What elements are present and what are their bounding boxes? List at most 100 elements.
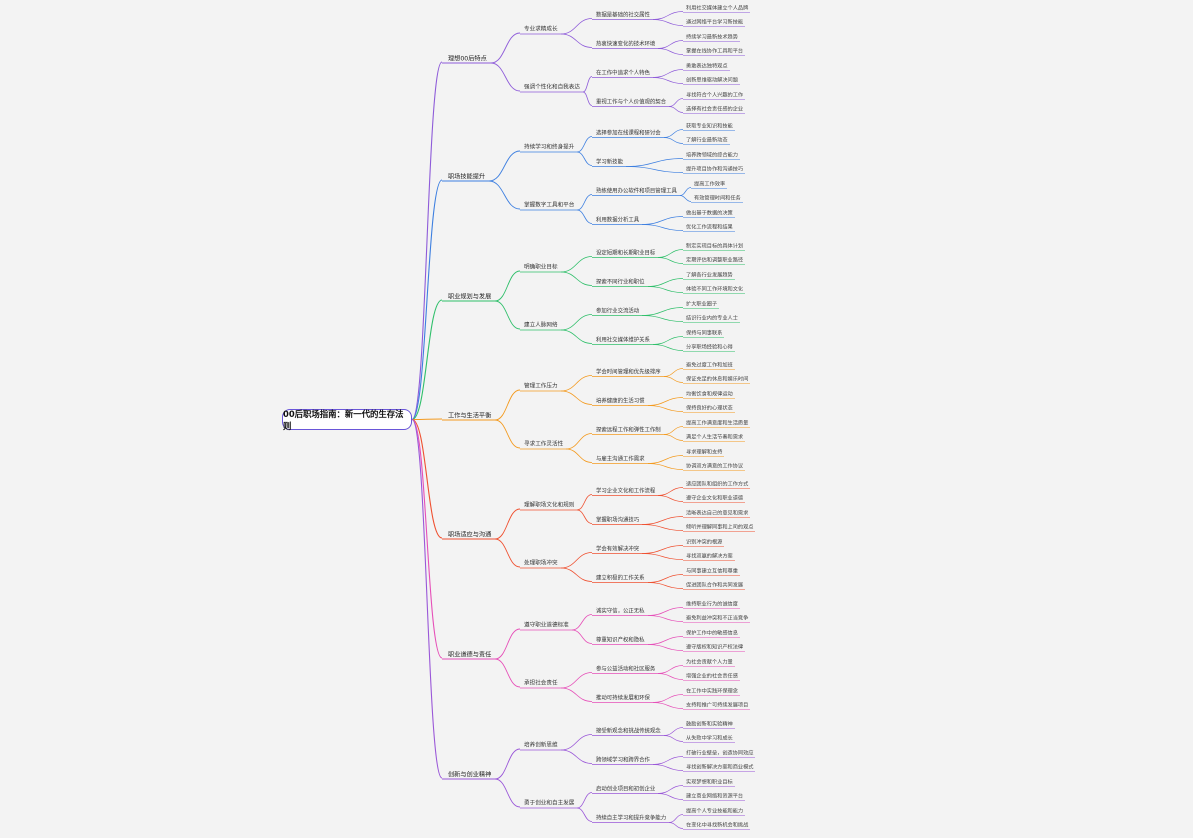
subtopic-node[interactable]: 跨领域学习和跨界合作 <box>596 757 650 763</box>
subtopic-node[interactable]: 探索不同行业和职位 <box>596 279 645 285</box>
leaf-node[interactable]: 选择有社会责任感的企业 <box>686 106 744 112</box>
leaf-node[interactable]: 勇敢表达独特观点 <box>686 63 728 69</box>
branch-node[interactable]: 职业道德与责任 <box>448 651 492 659</box>
topic-node[interactable]: 专业求精成长 <box>524 26 558 33</box>
subtopic-node[interactable]: 接受新观念和挑战传统观念 <box>596 728 661 734</box>
leaf-node[interactable]: 遵守版权和知识产权法律 <box>686 644 744 650</box>
subtopic-node[interactable]: 启动创业项目和初创企业 <box>596 786 656 792</box>
leaf-node[interactable]: 提高个人专业技能和能力 <box>686 808 744 814</box>
branch-node[interactable]: 工作与生活平衡 <box>448 412 492 420</box>
topic-node[interactable]: 明确职业目标 <box>524 264 558 271</box>
topic-node[interactable]: 培养创新思维 <box>524 742 558 749</box>
branch-node[interactable]: 创新与创业精神 <box>448 771 492 779</box>
branch-node[interactable]: 职场适应与沟通 <box>448 531 492 539</box>
subtopic-node[interactable]: 尊重知识产权和隐私 <box>596 637 645 643</box>
subtopic-node[interactable]: 学会有效解决冲突 <box>596 546 640 552</box>
leaf-node[interactable]: 扩大职业圈子 <box>686 301 718 307</box>
topic-node[interactable]: 遵守职业道德标准 <box>524 622 569 629</box>
leaf-node[interactable]: 分享职场经验和心得 <box>686 344 733 350</box>
leaf-node[interactable]: 优化工作流程和结果 <box>686 224 733 230</box>
topic-node[interactable]: 承担社会责任 <box>524 680 558 687</box>
leaf-node[interactable]: 适应团队和组织的工作方式 <box>686 481 749 487</box>
leaf-node[interactable]: 清晰表达自己的意见和需求 <box>686 510 749 516</box>
mindmap-root-node[interactable]: 00后职场指南：新一代的生存法则 <box>282 409 412 431</box>
topic-node[interactable]: 掌握数字工具和平台 <box>524 202 575 209</box>
leaf-node[interactable]: 避免利益冲突和不正当竞争 <box>686 615 749 621</box>
leaf-node[interactable]: 掌握在线协作工具和平台 <box>686 48 744 54</box>
leaf-node[interactable]: 满足个人生活节奏和需求 <box>686 434 744 440</box>
leaf-node[interactable]: 均衡饮食和规律运动 <box>686 391 733 397</box>
subtopic-node[interactable]: 利用社交媒体维护关系 <box>596 337 650 343</box>
leaf-node[interactable]: 提升项目协作和沟通技巧 <box>686 166 744 172</box>
leaf-node[interactable]: 与同事建立互信和尊重 <box>686 568 738 574</box>
topic-node[interactable]: 持续学习和终身提升 <box>524 144 575 151</box>
leaf-node[interactable]: 了解行业最新动态 <box>686 137 728 143</box>
leaf-node[interactable]: 打破行业壁垒，创造协同效应 <box>686 750 754 756</box>
subtopic-node[interactable]: 建立积极的工作关系 <box>596 575 645 581</box>
topic-node[interactable]: 管理工作压力 <box>524 383 558 390</box>
subtopic-node[interactable]: 数据是基础的社交属性 <box>596 12 650 18</box>
leaf-node[interactable]: 培养跨领域的综合能力 <box>686 152 738 158</box>
leaf-node[interactable]: 寻找双赢的解决方案 <box>686 553 733 559</box>
subtopic-node[interactable]: 利用数据分析工具 <box>596 217 640 223</box>
leaf-node[interactable]: 提高工作满意度和生活质量 <box>686 420 749 426</box>
subtopic-node[interactable]: 在工作中追求个人特色 <box>596 70 650 76</box>
leaf-node[interactable]: 在变化中寻找新机会和挑战 <box>686 822 749 828</box>
subtopic-node[interactable]: 掌握职场沟通技巧 <box>596 517 640 523</box>
leaf-node[interactable]: 有效管理时间和任务 <box>694 195 741 201</box>
subtopic-node[interactable]: 与雇主沟通工作需求 <box>596 456 645 462</box>
leaf-node[interactable]: 获取专业知识和技能 <box>686 123 733 129</box>
leaf-node[interactable]: 倾听并理解同事和上司的观点 <box>686 524 754 530</box>
leaf-node[interactable]: 遵守企业文化和职业道德 <box>686 495 744 501</box>
leaf-node[interactable]: 鼓励创新和实验精神 <box>686 721 733 727</box>
subtopic-node[interactable]: 诚实守信，公正无私 <box>596 608 645 614</box>
leaf-node[interactable]: 寻找符合个人兴趣的工作 <box>686 92 744 98</box>
leaf-node[interactable]: 制定实现目标的具体计划 <box>686 243 744 249</box>
subtopic-node[interactable]: 重视工作与个人价值观的契合 <box>596 99 667 105</box>
leaf-node[interactable]: 促进团队合作和共同发展 <box>686 582 744 588</box>
leaf-node[interactable]: 提高工作效率 <box>694 181 726 187</box>
topic-node[interactable]: 勇于创业和自主发展 <box>524 800 575 807</box>
leaf-node[interactable]: 体验不同工作环境和文化 <box>686 286 744 292</box>
leaf-node[interactable]: 识别冲突的根源 <box>686 539 723 545</box>
leaf-node[interactable]: 在工作中实践环保理念 <box>686 688 738 694</box>
leaf-node[interactable]: 为社会贡献个人力量 <box>686 659 733 665</box>
leaf-node[interactable]: 持续学习最新技术趋势 <box>686 34 738 40</box>
subtopic-node[interactable]: 学会时间管理和优先级排序 <box>596 369 661 375</box>
leaf-node[interactable]: 利用社交媒体建立个人品牌 <box>686 5 749 11</box>
branch-node[interactable]: 职场技能提升 <box>448 173 486 181</box>
leaf-node[interactable]: 保持良好的心理状态 <box>686 405 733 411</box>
subtopic-node[interactable]: 设定短期和长期职业目标 <box>596 250 656 256</box>
leaf-node[interactable]: 维持职业行为的诚信度 <box>686 601 738 607</box>
subtopic-node[interactable]: 热衷快速变化的技术环境 <box>596 41 656 47</box>
leaf-node[interactable]: 从失败中学习和成长 <box>686 735 733 741</box>
branch-node[interactable]: 职业规划与发展 <box>448 293 492 301</box>
subtopic-node[interactable]: 培养健康的生活习惯 <box>596 398 645 404</box>
leaf-node[interactable]: 避免过度工作和加班 <box>686 362 733 368</box>
leaf-node[interactable]: 创新思维驱动解决问题 <box>686 77 738 83</box>
topic-node[interactable]: 处理职场冲突 <box>524 560 558 567</box>
leaf-node[interactable]: 保护工作中的敏感信息 <box>686 630 738 636</box>
subtopic-node[interactable]: 参加行业交流活动 <box>596 308 640 314</box>
topic-node[interactable]: 强调个性化和自我表达 <box>524 84 580 91</box>
leaf-node[interactable]: 通过网络平台学习新技能 <box>686 19 744 25</box>
subtopic-node[interactable]: 选择参加在线课程和研讨会 <box>596 130 661 136</box>
subtopic-node[interactable]: 推动可持续发展和环保 <box>596 695 650 701</box>
leaf-node[interactable]: 支持和推广可持续发展项目 <box>686 702 749 708</box>
leaf-node[interactable]: 做出基于数据的决策 <box>686 210 733 216</box>
leaf-node[interactable]: 增强企业的社会责任感 <box>686 673 738 679</box>
leaf-node[interactable]: 建立商业网络和资源平台 <box>686 793 744 799</box>
subtopic-node[interactable]: 参与公益活动和社区服务 <box>596 666 656 672</box>
leaf-node[interactable]: 寻求理解和支持 <box>686 449 723 455</box>
leaf-node[interactable]: 了解各行业发展趋势 <box>686 272 733 278</box>
subtopic-node[interactable]: 持续自主学习和提升竞争能力 <box>596 815 667 821</box>
branch-node[interactable]: 理想00后特点 <box>448 55 487 63</box>
subtopic-node[interactable]: 学习企业文化和工作流程 <box>596 488 656 494</box>
topic-node[interactable]: 建立人脉网络 <box>524 322 558 329</box>
leaf-node[interactable]: 保持与同事联系 <box>686 330 723 336</box>
subtopic-node[interactable]: 熟练使用办公软件和项目管理工具 <box>596 188 677 194</box>
leaf-node[interactable]: 寻找创新解决方案和商业模式 <box>686 764 754 770</box>
leaf-node[interactable]: 协调双方满意的工作协议 <box>686 463 744 469</box>
leaf-node[interactable]: 结识行业内的专业人士 <box>686 315 738 321</box>
leaf-node[interactable]: 保证充足的休息和娱乐时间 <box>686 376 749 382</box>
